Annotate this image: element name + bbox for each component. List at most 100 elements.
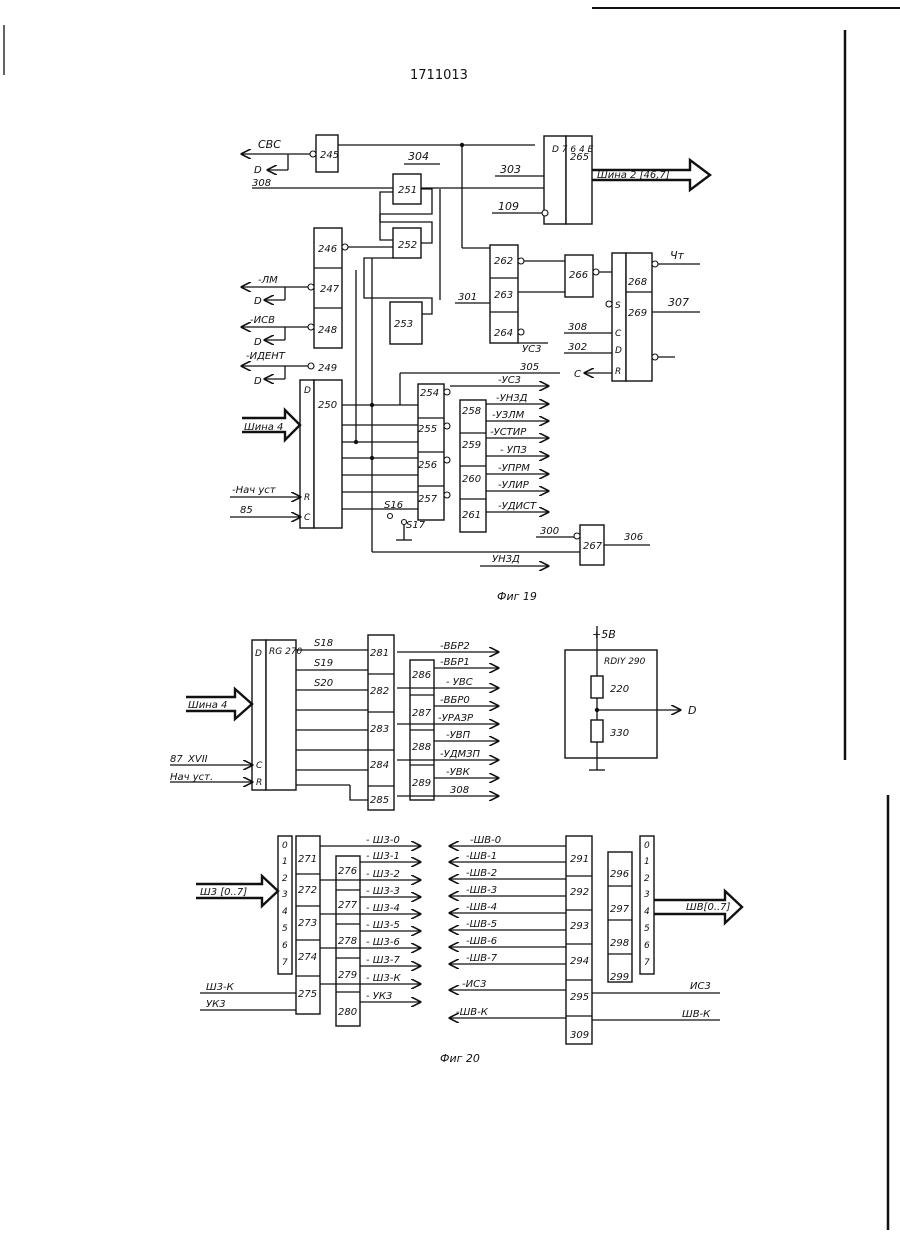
idx-0: 0 <box>282 841 288 851</box>
label-xvii: XVII <box>187 754 208 765</box>
idx-1: 1 <box>282 857 288 867</box>
label-uvp: -УВП <box>446 730 471 741</box>
label-290: RDIY 290 <box>604 657 646 667</box>
inv-bubble <box>606 301 612 307</box>
label-vk: -ШВ-К <box>456 1007 489 1018</box>
inv-bubble <box>310 151 316 157</box>
label-301: 301 <box>458 292 477 303</box>
label-uvs: - УВС <box>446 677 473 688</box>
label-s20: S20 <box>314 678 333 689</box>
idx-4: 4 <box>282 907 288 917</box>
label-298: 298 <box>610 938 629 949</box>
label-263: 263 <box>494 290 513 301</box>
label-255: 255 <box>418 424 437 435</box>
label-svs: СВС <box>258 138 281 151</box>
label-248: 248 <box>318 325 337 336</box>
label-out-us3: -УС3 <box>498 375 521 386</box>
label-245: 245 <box>320 150 339 161</box>
resistor-330 <box>591 720 603 742</box>
label-out-udist: -УДИСТ <box>498 501 537 512</box>
inv-bubble <box>308 284 314 290</box>
label-284: 284 <box>370 760 389 771</box>
label-bus2: Шина 2 [46,7] <box>597 170 670 181</box>
label-220: 220 <box>610 684 629 695</box>
label-sh3-3: - Ш3-3 <box>366 886 400 897</box>
label-251: 251 <box>398 185 417 196</box>
fig20: D RG 270 C R Шина 4 87 XVII Нач уст. S18… <box>170 626 742 1065</box>
label-246: 246 <box>318 244 337 255</box>
label-305: 305 <box>520 362 539 373</box>
inv-bubble <box>308 363 314 369</box>
inv-bubble <box>342 244 348 250</box>
label-ident: -ИДЕНТ <box>246 351 286 362</box>
label-v2: -ШВ-2 <box>466 868 497 879</box>
label-shv-k: ШВ-К <box>682 1009 711 1020</box>
label-262: 262 <box>494 256 513 267</box>
label-vis3: -ИС3 <box>462 979 486 990</box>
label-out-uprm: -УПРМ <box>498 463 530 474</box>
switch-contact <box>402 520 407 525</box>
label-299: 299 <box>610 972 629 983</box>
inv-bubble <box>444 457 450 463</box>
idx-r4: 4 <box>644 907 650 917</box>
label-d4: D <box>254 376 262 387</box>
label-259: 259 <box>462 440 481 451</box>
idx-r2: 2 <box>644 874 650 884</box>
label-nach-ust: -Нач уст <box>232 485 277 496</box>
inv-bubble <box>593 269 599 275</box>
label-307: 307 <box>668 296 689 309</box>
label-285: 285 <box>370 795 389 806</box>
label-87: 87 <box>170 754 183 765</box>
idx-r0: 0 <box>644 841 650 851</box>
block-270 <box>266 640 296 790</box>
idx-5: 5 <box>282 924 288 934</box>
block-291-309 <box>566 836 592 1044</box>
block-269-left <box>612 253 626 381</box>
inv-bubble <box>444 423 450 429</box>
label-267: 267 <box>583 541 603 552</box>
label-is3: ИС3 <box>690 981 711 992</box>
label-urazr: -УРАЗР <box>438 713 474 724</box>
label-280: 280 <box>338 1007 357 1018</box>
label-vbr1: -ВБР1 <box>440 657 470 668</box>
label-us3a: УС3 <box>522 344 541 355</box>
idx-r7: 7 <box>644 958 650 968</box>
label-d-pin: D <box>615 346 622 356</box>
label-r: R <box>304 493 310 503</box>
patent-number: 1711013 <box>410 68 468 83</box>
fig19-caption: Фиг 19 <box>497 590 537 603</box>
label-304: 304 <box>408 150 429 163</box>
label-r-270: R <box>256 778 262 788</box>
label-252: 252 <box>398 240 417 251</box>
label-bus4-20: Шина 4 <box>188 700 227 711</box>
junction <box>370 403 374 407</box>
inv-bubble <box>444 492 450 498</box>
label-sh3-bus: Ш3 [0..7] <box>200 887 247 898</box>
label-289: 289 <box>412 778 431 789</box>
label-v0: -ШВ-0 <box>470 835 501 846</box>
fig19: 245 СВС D 308 265 D 7 6 4 E 304 303 109 … <box>230 135 710 603</box>
idx-3: 3 <box>282 890 288 900</box>
label-v1: -ШВ-1 <box>466 851 497 862</box>
label-plus5: +5В <box>592 628 616 641</box>
label-253: 253 <box>394 319 413 330</box>
label-283: 283 <box>370 724 389 735</box>
label-v4: -ШВ-4 <box>466 902 497 913</box>
label-out-unzd: -УНЗД <box>496 393 528 404</box>
label-308-20: 308 <box>450 785 469 796</box>
label-s18: S18 <box>314 638 333 649</box>
label-306: 306 <box>624 532 643 543</box>
label-300: 300 <box>540 526 559 537</box>
label-276: 276 <box>338 866 357 877</box>
label-297: 297 <box>610 904 630 915</box>
junction <box>595 708 599 712</box>
label-271: 271 <box>298 854 317 865</box>
label-274: 274 <box>298 952 317 963</box>
label-sh3-0: - Ш3-0 <box>366 835 400 846</box>
label-vbr2: -ВБР2 <box>440 641 470 652</box>
label-287: 287 <box>412 708 432 719</box>
label-s17: S17 <box>406 520 426 531</box>
label-254: 254 <box>420 388 439 399</box>
